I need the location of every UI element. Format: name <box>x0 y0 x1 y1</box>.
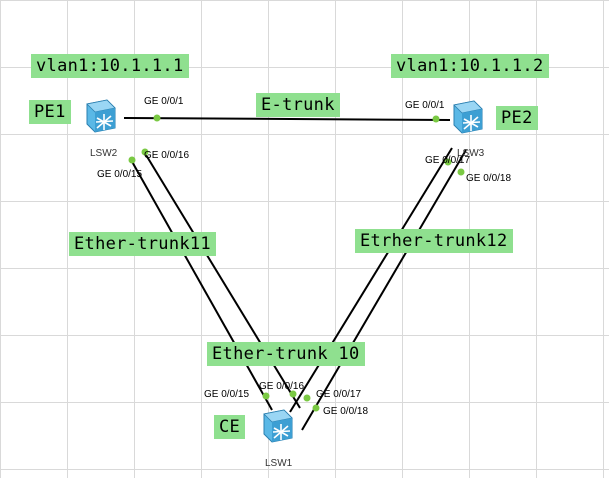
port-label-lsw1-ge16: GE 0/0/16 <box>259 381 305 392</box>
link-lsw2-ge16-lsw1-ge16 <box>142 149 301 409</box>
port-dot <box>457 168 465 176</box>
lsw3-device-label: LSW3 <box>457 148 485 159</box>
switch-lsw3-icon[interactable] <box>450 99 484 135</box>
port-dot <box>312 404 320 412</box>
port-dot <box>444 158 452 166</box>
lsw2-device-label: LSW2 <box>90 148 118 159</box>
port-dot <box>303 394 311 402</box>
port-label-lsw1-ge18: GE 0/0/18 <box>323 406 369 417</box>
port-label-lsw3-ge17: GE 0/0/17 <box>425 155 471 166</box>
port-label-lsw1-ge15: GE 0/0/15 <box>204 389 250 400</box>
pe1-label: PE1 <box>29 100 71 124</box>
port-label-lsw2-ge15: GE 0/0/15 <box>97 169 143 180</box>
ether-trunk11-label: Ether-trunk11 <box>69 232 216 256</box>
port-label-lsw2-ge1: GE 0/0/1 <box>144 96 184 107</box>
port-dot <box>153 114 161 122</box>
port-dot <box>262 392 270 400</box>
link-lsw3-ge18-lsw1-ge18 <box>301 149 467 431</box>
port-dot <box>128 156 136 164</box>
pe2-label: PE2 <box>496 106 538 130</box>
port-label-lsw3-ge18: GE 0/0/18 <box>466 173 512 184</box>
link-e-trunk <box>123 117 451 121</box>
ether-trunk10-label: Ether-trunk 10 <box>207 342 365 366</box>
link-lsw2-ge15-lsw1-ge15 <box>129 157 273 411</box>
lsw1-device-label: LSW1 <box>265 458 293 469</box>
switch-lsw2-icon[interactable] <box>83 98 117 134</box>
port-label-lsw3-ge1: GE 0/0/1 <box>405 100 445 111</box>
port-label-lsw1-ge17: GE 0/0/17 <box>316 389 362 400</box>
switch-lsw1-icon[interactable] <box>260 408 294 444</box>
port-dot <box>289 390 297 398</box>
port-label-lsw2-ge16: GE 0/0/16 <box>144 150 190 161</box>
port-dot <box>141 148 149 156</box>
pe2-vlan-label: vlan1:10.1.1.2 <box>391 54 549 78</box>
pe1-vlan-label: vlan1:10.1.1.1 <box>31 54 189 78</box>
link-lsw3-ge17-lsw1-ge17 <box>289 147 453 413</box>
ce-label: CE <box>214 415 246 439</box>
port-dot <box>432 115 440 123</box>
ether-trunk12-label: Etrher-trunk12 <box>355 229 513 253</box>
e-trunk-label: E-trunk <box>256 93 340 117</box>
